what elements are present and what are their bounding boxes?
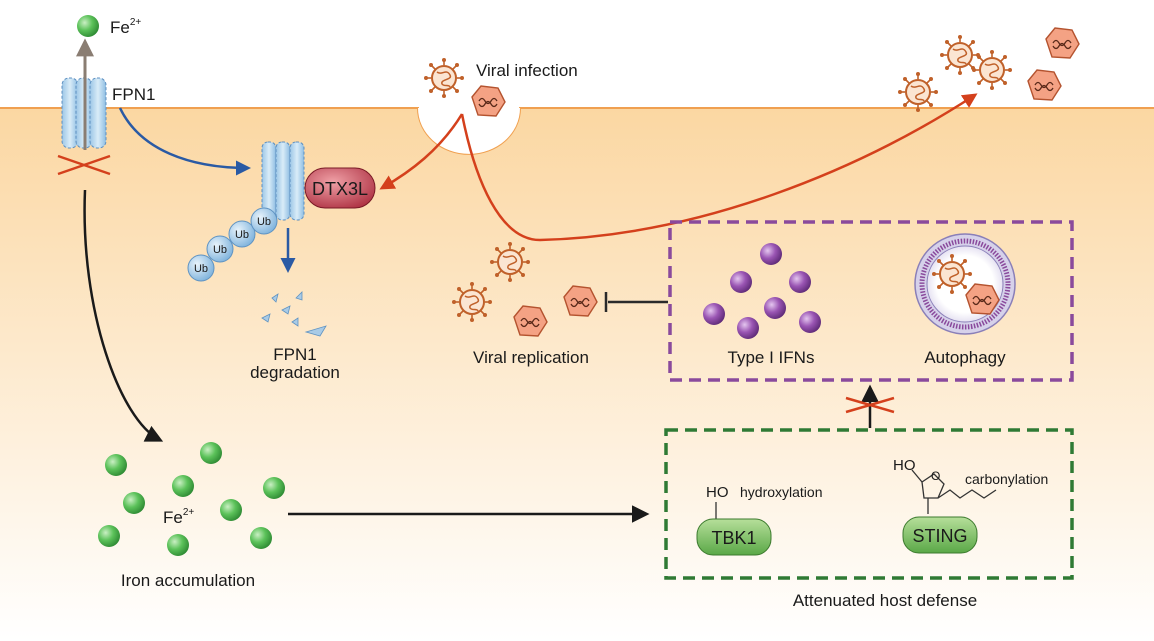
- svg-text:Ub: Ub: [213, 244, 227, 256]
- virus-icon: [489, 241, 531, 283]
- attenuated-host-defense-label: Attenuated host defense: [793, 591, 977, 610]
- attenuated-defense-box: [664, 428, 1074, 580]
- autophagosome-icon: [914, 233, 1016, 335]
- sting-label: STING: [912, 526, 967, 546]
- type-i-ifns-icon: [703, 243, 821, 339]
- tbk1-ho-label: HO: [706, 484, 729, 501]
- tbk1-label: TBK1: [711, 528, 756, 548]
- virus-icon: [897, 71, 939, 113]
- iron-ion-icon: [77, 15, 99, 37]
- fe-mid-label: Fe2+: [163, 507, 194, 527]
- viral-capsid-icon: [1027, 69, 1062, 101]
- o-ring-label: O: [931, 469, 940, 483]
- carbonylation-label: carbonylation: [965, 471, 1048, 487]
- iron-ions-cluster: [98, 442, 285, 556]
- carbonyl-adduct-icon: [911, 469, 997, 514]
- internalized-fpn1-icon: [261, 141, 305, 221]
- viral-infection-label: Viral infection: [476, 61, 578, 80]
- block-cross-icon: [845, 396, 895, 414]
- fpn1-degradation-label: FPN1: [273, 345, 316, 364]
- fpn1-channel-icon: [61, 77, 107, 149]
- degradation-fragments: [261, 291, 327, 337]
- autophagy-label: Autophagy: [924, 348, 1006, 367]
- iron-accumulation-arrow: [83, 189, 164, 442]
- internalization-arrow: [118, 107, 251, 176]
- tbk1-protein: [696, 518, 772, 556]
- svg-text:Ub: Ub: [257, 216, 271, 228]
- endocytic-vesicle: [418, 108, 520, 154]
- ubiquitin-icon: [187, 254, 215, 282]
- dtx3l-protein: [304, 167, 376, 209]
- viral-capsid-icon: [1045, 27, 1080, 59]
- dtx3l-induction-arrow: [379, 113, 464, 190]
- cytoplasm: [0, 108, 1154, 641]
- fpn1-label: FPN1: [112, 85, 155, 104]
- type-i-ifns-label: Type I IFNs: [728, 348, 815, 367]
- sting-protein: [902, 516, 978, 554]
- iron-accumulation-label: Iron accumulation: [121, 571, 255, 590]
- sting-ho-label: HO: [893, 457, 916, 474]
- fpn1-degradation-label-2: degradation: [250, 363, 340, 382]
- virus-icon: [931, 253, 973, 295]
- ubiquitin-icon: [206, 235, 234, 263]
- dtx3l-label: DTX3L: [312, 179, 368, 199]
- ubiquitin-icon: [228, 220, 256, 248]
- ubiquitin-icon: [250, 207, 278, 235]
- virus-icon: [451, 281, 493, 323]
- block-cross-icon: [57, 154, 111, 176]
- viral-replication-label: Viral replication: [473, 348, 589, 367]
- svg-text:Ub: Ub: [235, 229, 249, 241]
- viral-release-arrow: [460, 93, 978, 242]
- hydroxylation-label: hydroxylation: [740, 484, 823, 500]
- ubiquitin-chain: Ub Ub Ub Ub: [187, 207, 278, 282]
- host-defense-box: [668, 220, 1074, 382]
- fe-top-label: Fe2+: [110, 17, 141, 37]
- virus-icon: [971, 49, 1013, 91]
- virus-icon: [423, 57, 465, 99]
- svg-text:Ub: Ub: [194, 263, 208, 275]
